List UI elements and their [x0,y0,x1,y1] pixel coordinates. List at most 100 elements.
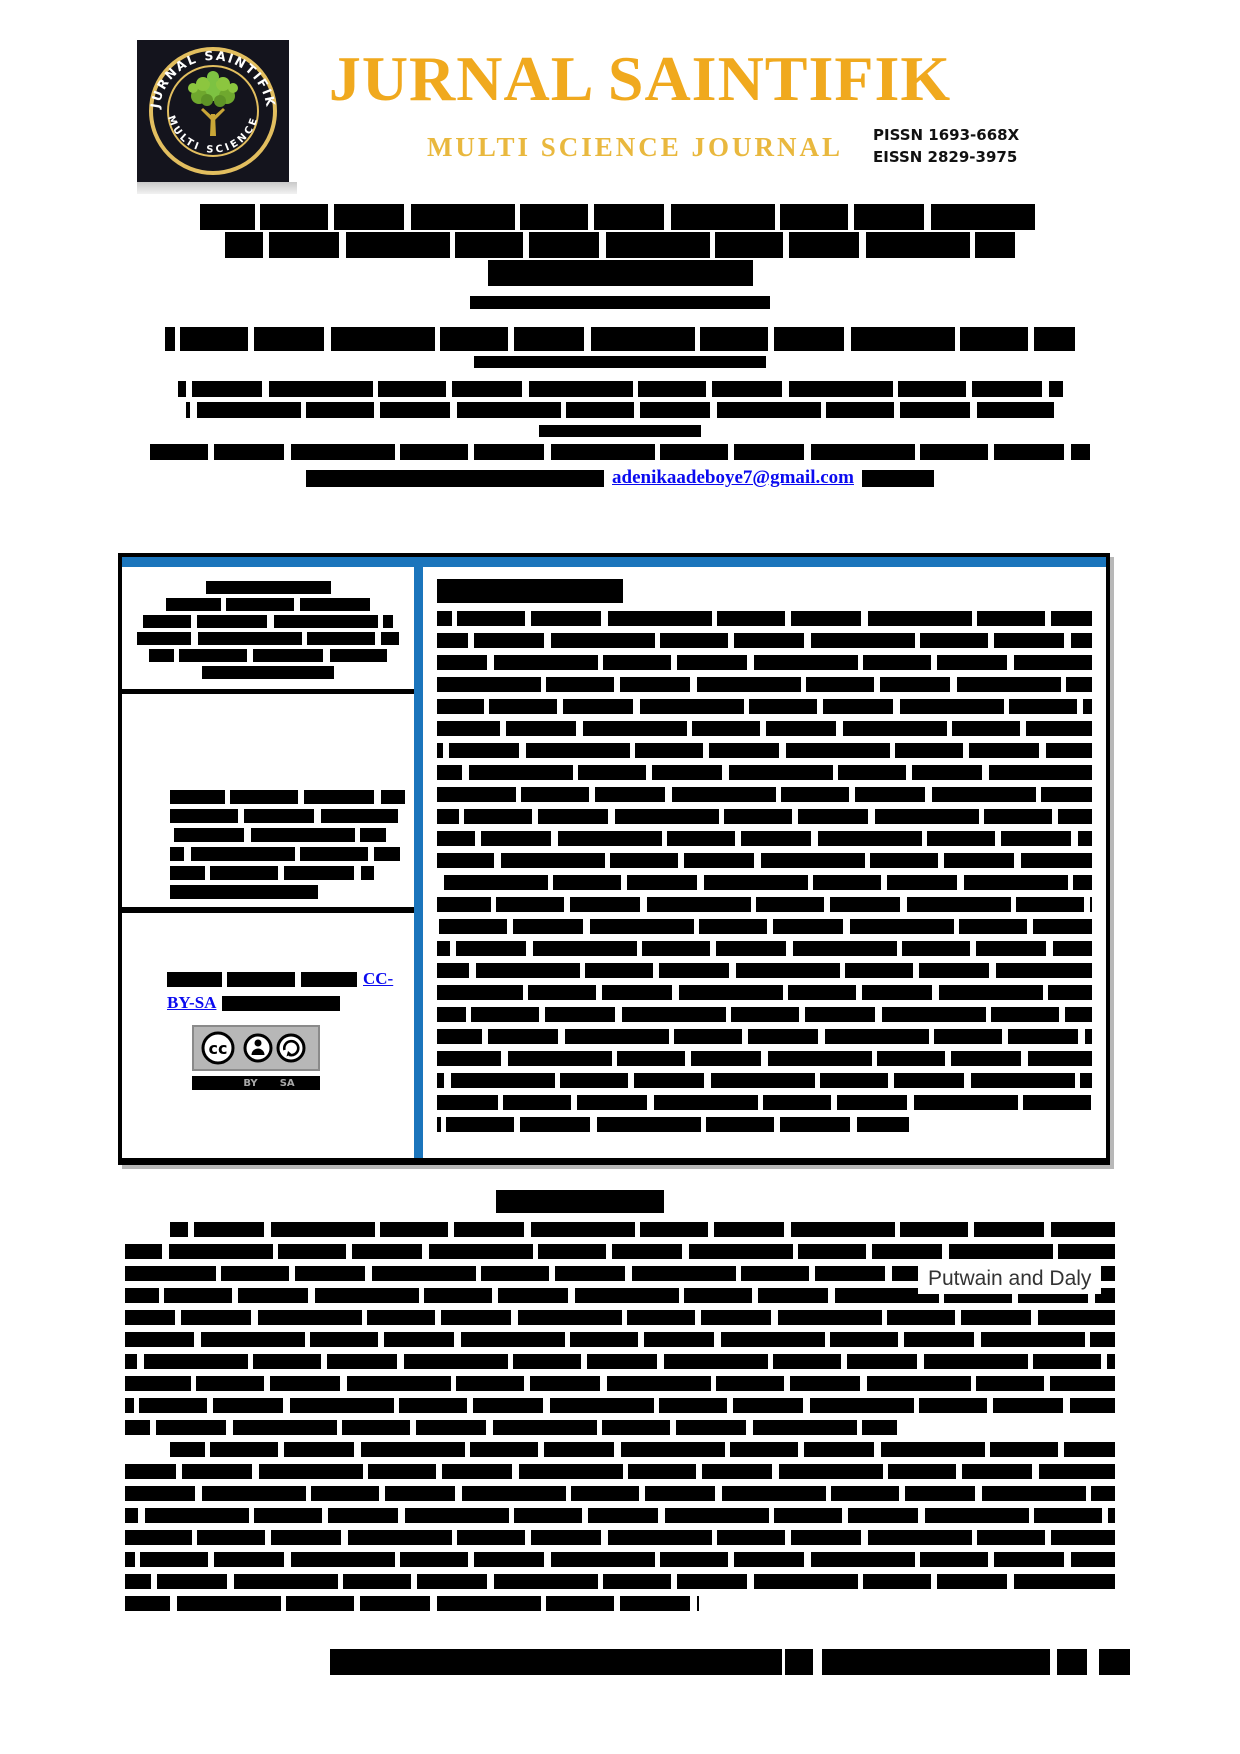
redaction-bar [474,356,766,368]
redaction-bar [170,885,318,899]
redacted-page-footer [330,1649,1130,1675]
redaction-line [437,963,1092,978]
redaction-line [170,1222,1115,1237]
journal-logo-emblem: JURNAL SAINTIFIK MULTI SCIENCE [137,40,289,182]
cc-license-link[interactable]: CC- [363,969,394,988]
redaction-line [437,919,1092,934]
redaction-line [437,699,1092,714]
visible-citation-fragment: Putwain and Daly [918,1266,1102,1294]
redaction-line [437,677,1092,692]
redaction-line [437,853,1092,868]
pissn-text: PISSN 1693-668X [873,126,1020,144]
redaction-line [125,1244,1115,1259]
redaction-bar [539,425,701,437]
redaction-bar [306,469,604,487]
redaction-gap [813,1649,822,1675]
redaction-gap [1087,1649,1099,1675]
info-divider-rule [122,689,414,694]
redaction-line [437,1095,1092,1110]
redacted-paragraph [125,1222,1115,1435]
redaction-bar [487,260,753,286]
redaction-gap [782,1649,785,1675]
journal-title: JURNAL SAINTIFIK [328,43,952,114]
redaction-line [437,743,1092,758]
redacted-keywords [122,790,414,899]
redaction-bar [170,828,386,842]
redaction-line [125,1574,1115,1589]
redaction-line [437,765,1092,780]
redaction-line [437,787,1092,802]
redaction-bar [143,615,393,628]
cc-badge-by-label: BY [243,1077,258,1089]
cc-by-sa-badge-image: cc [192,1025,320,1071]
redaction-line [437,1117,909,1132]
redaction-line [437,985,1092,1000]
redaction-bar [150,444,1090,460]
by-sa-license-link[interactable]: BY-SA [167,993,217,1012]
redaction-line [437,941,1092,956]
redaction-bar [202,666,334,679]
redaction-bar [137,632,399,645]
redaction-line [125,1530,1115,1545]
redaction-bar [170,866,374,880]
cc-glyph: cc [209,1039,228,1058]
correspondence-email-link[interactable]: adenikaadeboye7@gmail.com [612,467,854,488]
redaction-line [437,633,1092,648]
redacted-article-history [122,581,414,679]
redacted-paragraph [125,1442,1115,1611]
redacted-article-title [120,204,1120,286]
cc-badge-caption: BY SA [192,1076,320,1090]
redacted-section-heading [496,1190,664,1213]
redaction-line [437,875,1092,890]
redaction-line [125,1288,1115,1303]
redaction-line [125,1552,1115,1567]
redaction-line [125,1376,1115,1391]
issn-block: PISSN 1693-668X EISSN 2829-3975 [873,124,1019,168]
redaction-bar [822,1649,1050,1675]
logo-shadow [137,182,297,194]
redacted-abstract-text [437,611,1092,1132]
redaction-line [125,1420,898,1435]
cc-badge-sa-label: SA [279,1077,295,1089]
redaction-bar [470,296,770,309]
redaction-bar [1057,1649,1087,1675]
redaction-line [437,1029,1092,1044]
redaction-line [437,611,1092,626]
redaction-line [437,1051,1092,1066]
info-divider-rule [122,907,414,913]
redaction-bar [165,327,1075,351]
box-vertical-accent-divider [414,567,423,1158]
eissn-text: EISSN 2829-3975 [873,148,1018,166]
redaction-line [437,721,1092,736]
article-info-column: CC- BY-SA cc [122,567,414,1158]
redaction-bar [167,971,357,987]
abstract-column [423,567,1106,1158]
redaction-bar [785,1649,813,1675]
redaction-line [437,809,1092,824]
journal-logo: JURNAL SAINTIFIK MULTI SCIENCE [137,40,289,182]
redaction-line [125,1332,1115,1347]
redaction-bar [225,232,1015,258]
redaction-bar [177,381,1063,397]
tree-icon [188,71,238,136]
redaction-line [125,1508,1115,1523]
journal-subtitle: MULTI SCIENCE JOURNAL [426,132,844,162]
redacted-body-text: Putwain and Daly [125,1222,1115,1618]
redaction-line [437,1073,1092,1088]
redaction-line [170,1442,1115,1457]
redaction-line [125,1596,700,1611]
redaction-line [437,655,1092,670]
redacted-author-block: adenikaadeboye7@gmail.com [120,296,1120,489]
article-info-abstract-box: CC- BY-SA cc [118,553,1110,1165]
redaction-bar [170,809,398,823]
redaction-line [125,1486,1115,1501]
redaction-gap [1050,1649,1057,1675]
redaction-bar [330,1649,782,1675]
redaction-line [125,1464,1115,1479]
redaction-bar [222,995,341,1011]
cc-by-sa-badge[interactable]: cc [192,1025,320,1090]
redaction-bar [165,598,371,611]
redaction-bar [170,847,400,861]
redaction-line [125,1266,1115,1281]
